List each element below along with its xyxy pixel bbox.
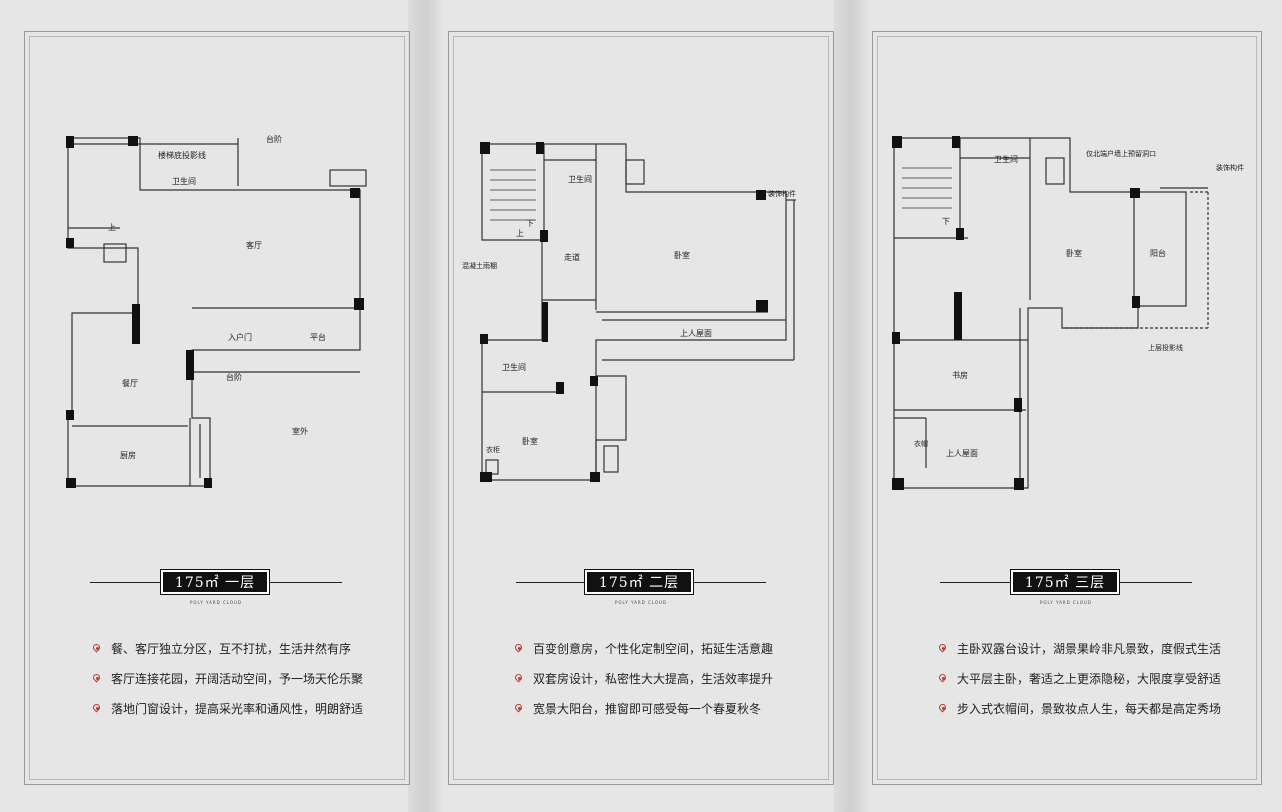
panel-fold-shadow bbox=[408, 0, 426, 812]
location-pin-icon bbox=[938, 673, 948, 683]
room-label-stair-shadow: 楼梯底投影线 bbox=[158, 150, 206, 160]
floor-title-2: 175㎡ 二层 POLY YARD CLOUD bbox=[516, 569, 766, 609]
panel-fold-shadow bbox=[834, 0, 852, 812]
floor-title-text: 175㎡ 二层 bbox=[587, 572, 691, 592]
floor-title-text: 175㎡ 三层 bbox=[1013, 572, 1117, 592]
panel-inner-border bbox=[29, 36, 405, 780]
location-pin-icon bbox=[938, 703, 948, 713]
feature-item: 大平层主卧，奢适之上更添隐秘，大限度享受舒适 bbox=[938, 663, 1221, 693]
floor-panel-3: 卫生间 仅北端户墙上预留洞口 装饰构件 下 卧室 阳台 上层投影线 书房 衣帽 … bbox=[852, 0, 1282, 812]
location-pin-icon bbox=[92, 703, 102, 713]
feature-item: 主卧双露台设计，湖景果岭非凡景致，度假式生活 bbox=[938, 633, 1221, 663]
panel-border bbox=[24, 31, 410, 785]
room-label-closet: 衣柜 bbox=[486, 445, 500, 454]
room-label-reserve: 仅北端户墙上预留洞口 bbox=[1086, 149, 1156, 158]
floor-panel-1: 楼梯底投影线 台阶 卫生间 客厅 上 入户门 平台 台阶 餐厅 室外 厨房 17… bbox=[0, 0, 426, 812]
feature-item: 宽景大阳台，推窗即可感受每一个春夏秋冬 bbox=[514, 693, 773, 723]
feature-item: 百变创意房，个性化定制空间，拓延生活意趣 bbox=[514, 633, 773, 663]
feature-list-1: 餐、客厅独立分区，互不打扰，生活井然有序 客厅连接花园，开阔活动空间，予一场天伦… bbox=[92, 633, 363, 723]
room-label-entrance: 入户门 bbox=[228, 332, 252, 342]
feature-item: 落地门窗设计，提高采光率和通风性，明朗舒适 bbox=[92, 693, 363, 723]
feature-list-3: 主卧双露台设计，湖景果岭非凡景致，度假式生活 大平层主卧，奢适之上更添隐秘，大限… bbox=[938, 633, 1221, 723]
floor-subtitle: POLY YARD CLOUD bbox=[189, 600, 242, 605]
room-label-up: 上 bbox=[516, 229, 524, 238]
floor-title-3: 175㎡ 三层 POLY YARD CLOUD bbox=[940, 569, 1192, 609]
room-label-bathroom: 卫生间 bbox=[568, 174, 592, 184]
location-pin-icon bbox=[938, 643, 948, 653]
panel-border bbox=[872, 31, 1262, 785]
floor-title-1: 175㎡ 一层 POLY YARD CLOUD bbox=[90, 569, 342, 609]
location-pin-icon bbox=[92, 673, 102, 683]
floor-subtitle: POLY YARD CLOUD bbox=[1039, 600, 1092, 605]
room-label-bedroom: 卧室 bbox=[1066, 248, 1082, 258]
room-label-steps2: 台阶 bbox=[226, 372, 242, 382]
room-label-dining: 餐厅 bbox=[122, 379, 138, 388]
room-label-balcony: 阳台 bbox=[1150, 248, 1166, 258]
floor-title-text: 175㎡ 一层 bbox=[163, 572, 267, 592]
room-label-outdoor: 室外 bbox=[292, 426, 308, 436]
floor-plan-3: 卫生间 仅北端户墙上预留洞口 装饰构件 下 卧室 阳台 上层投影线 书房 衣帽 … bbox=[890, 128, 1250, 498]
room-label-roof: 上人屋面 bbox=[946, 449, 978, 458]
room-label-down: 下 bbox=[526, 219, 534, 228]
room-label-bathroom2: 卫生间 bbox=[502, 362, 526, 372]
panel-fold-shadow bbox=[852, 0, 870, 812]
room-label-living: 客厅 bbox=[246, 240, 262, 250]
room-label-roof: 上人屋面 bbox=[680, 329, 712, 338]
feature-item: 双套房设计，私密性大大提高，生活效率提升 bbox=[514, 663, 773, 693]
panel-inner-border bbox=[877, 36, 1257, 780]
panel-inner-border bbox=[453, 36, 829, 780]
room-label-corridor: 走道 bbox=[564, 252, 580, 262]
room-label-bathroom: 卫生间 bbox=[172, 176, 196, 186]
floor-plan-2: 卫生间 装饰构件 下 上 混凝土雨棚 走道 卧室 上人屋面 卫生间 衣柜 卧室 bbox=[456, 130, 816, 490]
feature-item: 餐、客厅独立分区，互不打扰，生活井然有序 bbox=[92, 633, 363, 663]
room-label-bedroom: 卧室 bbox=[674, 250, 690, 260]
room-label-terrace: 平台 bbox=[310, 332, 326, 342]
room-label-canopy: 混凝土雨棚 bbox=[462, 261, 497, 270]
panel-fold-shadow bbox=[426, 0, 444, 812]
room-label-down: 下 bbox=[942, 217, 950, 226]
feature-list-2: 百变创意房，个性化定制空间，拓延生活意趣 双套房设计，私密性大大提高，生活效率提… bbox=[514, 633, 773, 723]
room-label-study: 书房 bbox=[952, 370, 968, 380]
room-label-closet: 衣帽 bbox=[914, 439, 928, 448]
feature-item: 客厅连接花园，开阔活动空间，予一场天伦乐聚 bbox=[92, 663, 363, 693]
room-label-steps: 台阶 bbox=[266, 134, 282, 144]
room-label-decor: 装饰构件 bbox=[768, 189, 796, 198]
room-label-bathroom: 卫生间 bbox=[994, 154, 1018, 164]
room-label-decor: 装饰构件 bbox=[1216, 163, 1244, 172]
room-label-shadow: 上层投影线 bbox=[1148, 343, 1183, 352]
location-pin-icon bbox=[514, 703, 524, 713]
room-label-up: 上 bbox=[108, 223, 116, 232]
floor-plan-1: 楼梯底投影线 台阶 卫生间 客厅 上 入户门 平台 台阶 餐厅 室外 厨房 bbox=[60, 128, 380, 498]
room-label-kitchen: 厨房 bbox=[120, 450, 136, 460]
floor-panel-2: 卫生间 装饰构件 下 上 混凝土雨棚 走道 卧室 上人屋面 卫生间 衣柜 卧室 … bbox=[426, 0, 852, 812]
location-pin-icon bbox=[514, 643, 524, 653]
feature-item: 步入式衣帽间，景致妆点人生，每天都是高定秀场 bbox=[938, 693, 1221, 723]
floor-subtitle: POLY YARD CLOUD bbox=[614, 600, 667, 605]
location-pin-icon bbox=[514, 673, 524, 683]
location-pin-icon bbox=[92, 643, 102, 653]
panel-border bbox=[448, 31, 834, 785]
room-label-bedroom2: 卧室 bbox=[522, 436, 538, 446]
